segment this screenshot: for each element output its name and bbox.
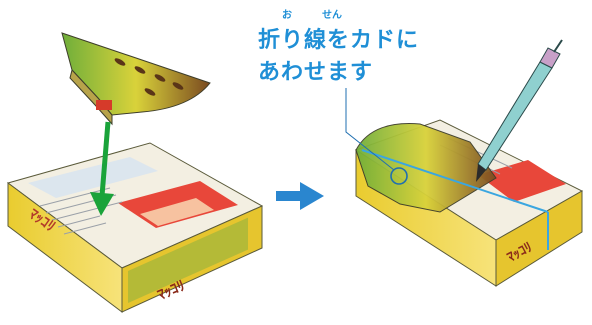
ruby-ori: お — [282, 10, 292, 21]
ruby-sen: せん — [322, 10, 342, 21]
left-box: ﾏｯｺﾘ ﾏｯｺﾘ — [6, 142, 264, 314]
right-box: ﾏｯｺﾘ — [345, 88, 584, 287]
instruction-line-1: 折り線をカドに — [258, 28, 420, 53]
detached-flap — [61, 32, 211, 126]
instruction-line-2: あわせます — [258, 60, 374, 85]
pen-icon — [476, 39, 563, 182]
blue-right-arrow-icon — [276, 182, 324, 210]
green-down-arrow-icon — [90, 121, 114, 216]
